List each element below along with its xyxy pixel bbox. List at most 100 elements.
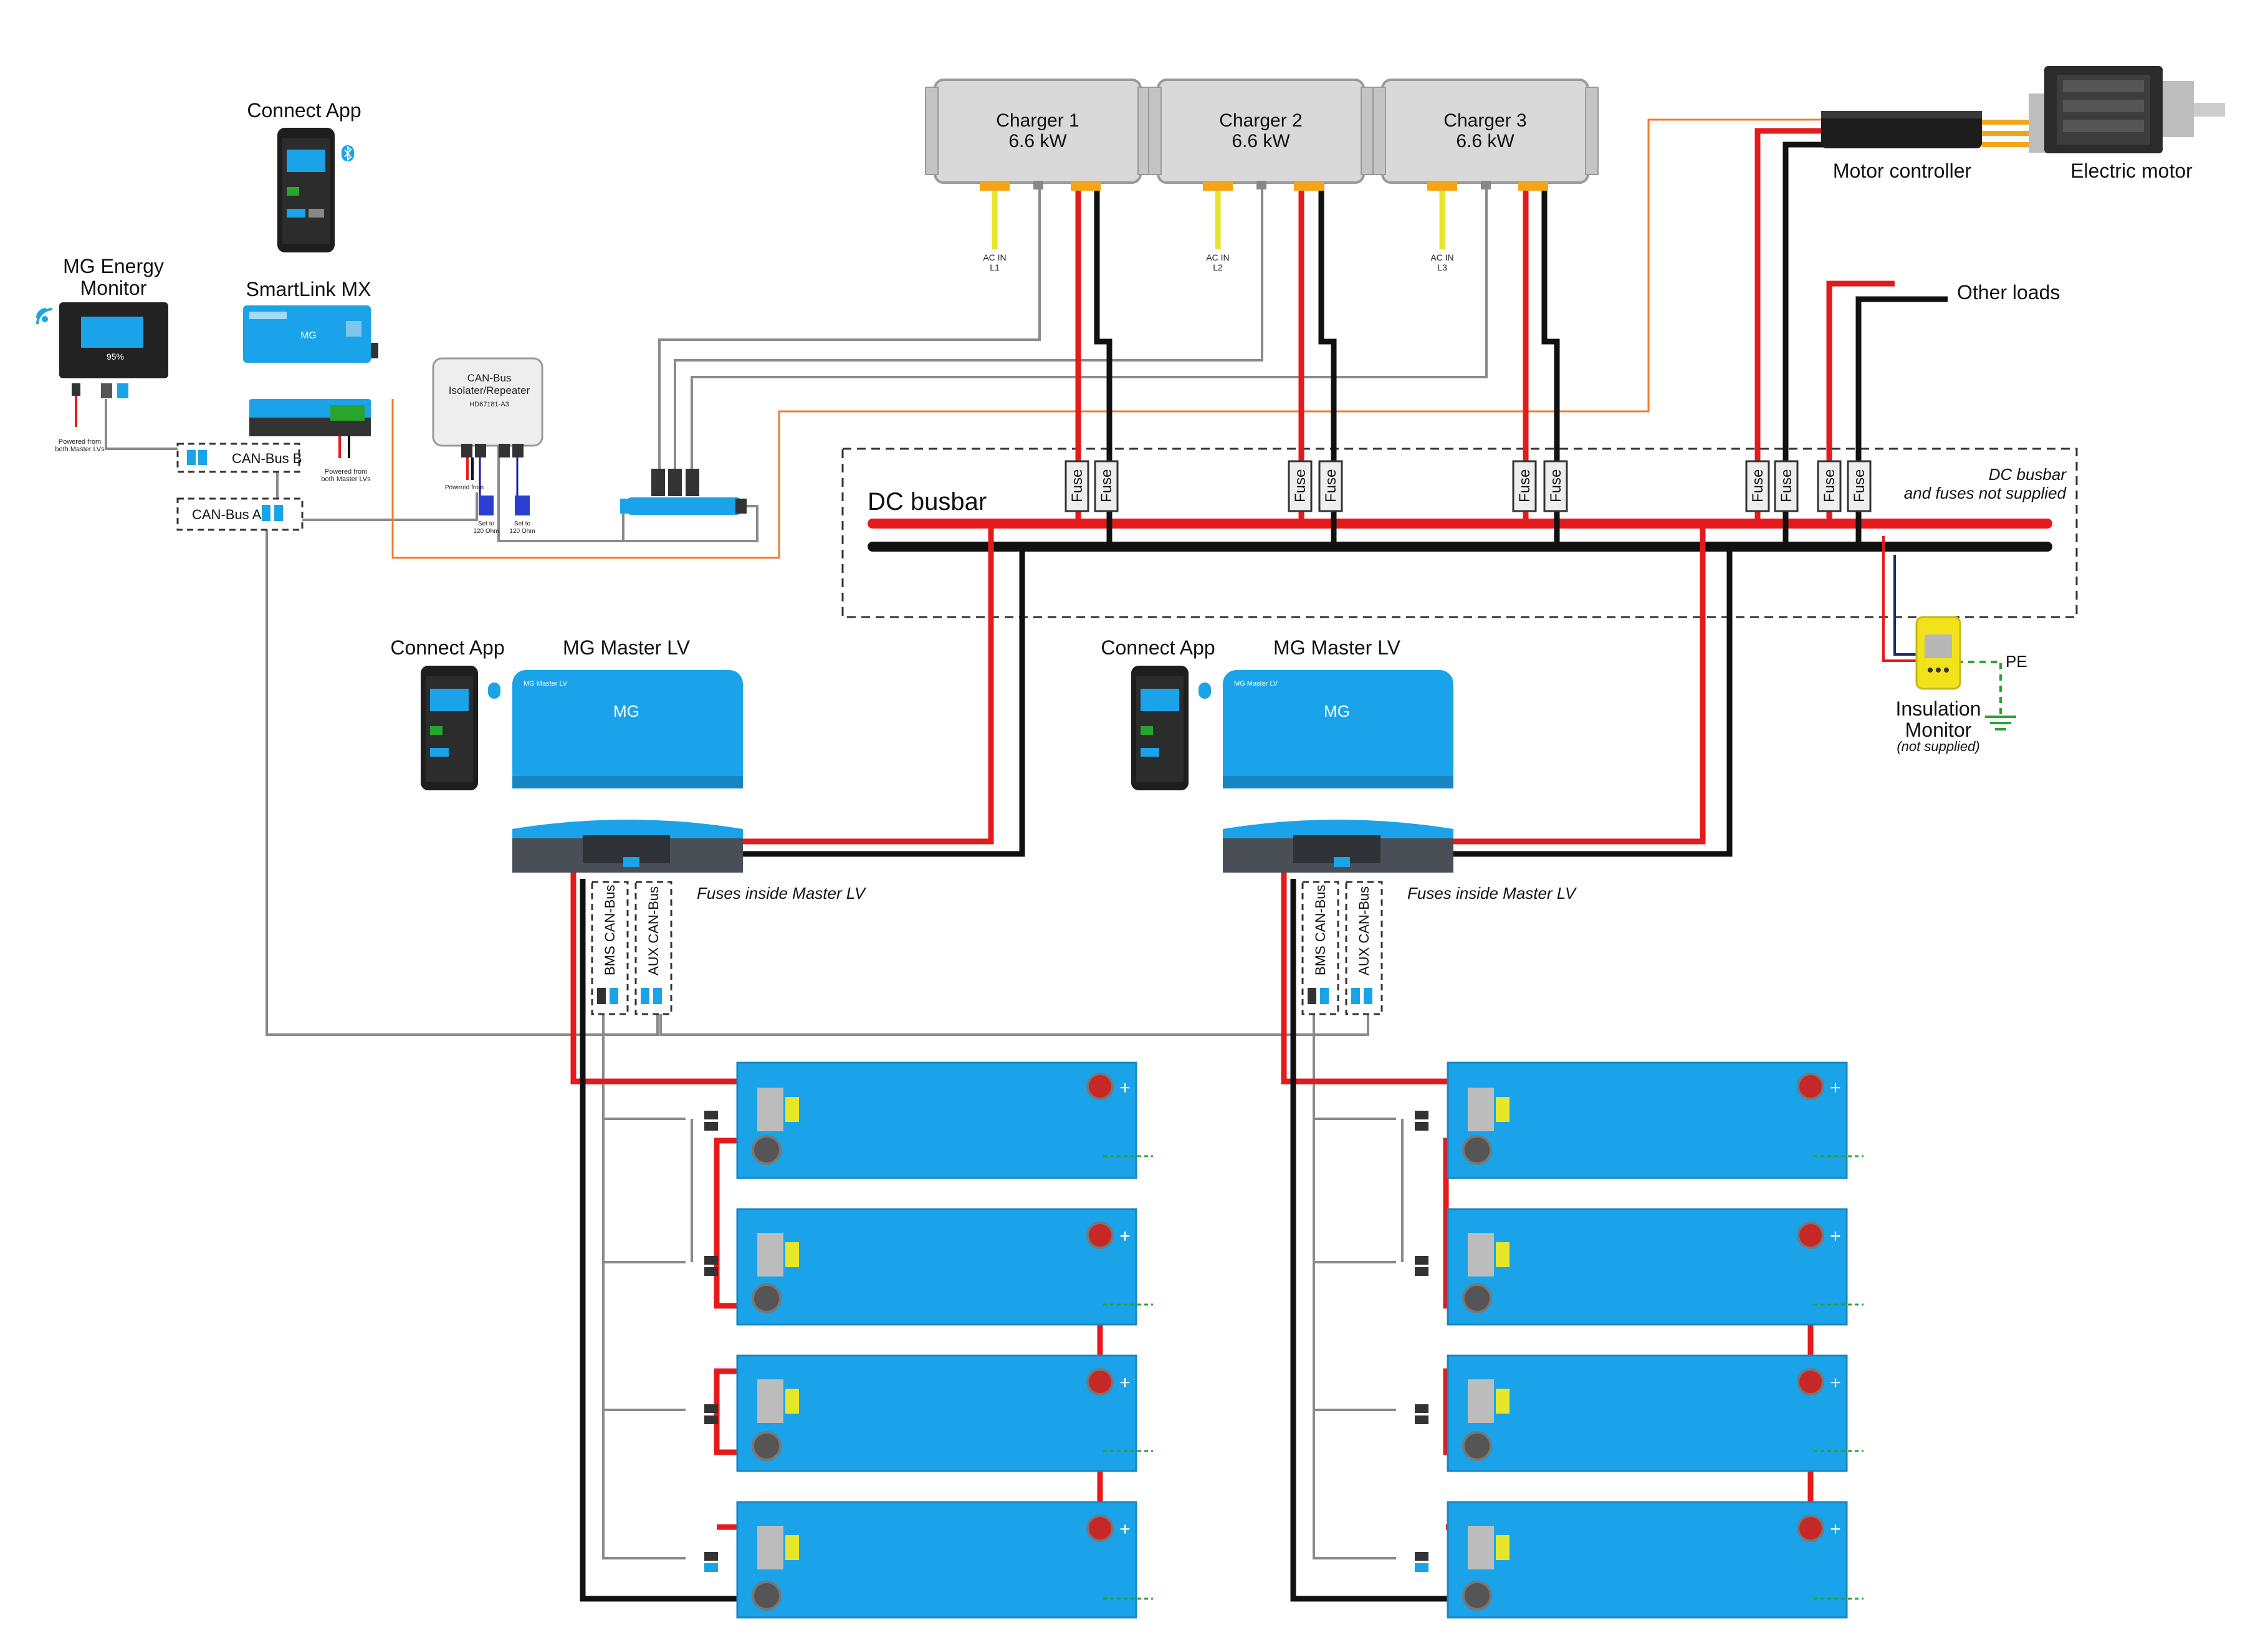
svg-text:L3: L3: [1437, 262, 1447, 272]
fuse-loads-pos: Fuse: [1817, 460, 1842, 512]
canbus-isolator: CAN-Bus Isolater/Repeater HD67181-A3 Pow…: [432, 357, 543, 535]
svg-text:both Master LVs: both Master LVs: [55, 446, 105, 453]
svg-text:AC IN: AC IN: [1206, 252, 1229, 262]
dc-busbar-note-1: DC busbar: [1989, 465, 2067, 484]
svg-text:Fuse: Fuse: [1851, 469, 1868, 502]
pe-ground-icon: [1985, 716, 2016, 730]
fuse-motor-neg: Fuse: [1774, 460, 1799, 512]
canbus-a-box: CAN-Bus A: [176, 497, 304, 531]
svg-text:6.6 kW: 6.6 kW: [1232, 131, 1290, 151]
svg-text:6.6 kW: 6.6 kW: [1008, 131, 1067, 151]
mg-energy-monitor: MG Energy Monitor 95% Powered from both …: [55, 255, 168, 453]
other-loads-label: Other loads: [1957, 281, 2060, 304]
svg-text:Fuse: Fuse: [1516, 469, 1533, 502]
svg-text:+: +: [1119, 1226, 1131, 1247]
canbus-b-box: CAN-Bus B: [176, 443, 302, 473]
svg-text:120 Ohm: 120 Ohm: [473, 528, 499, 535]
svg-text:Fuse: Fuse: [1749, 469, 1766, 502]
insulation-monitor: Insulation Monitor (not supplied): [1896, 616, 1981, 754]
battery-right-3: +: [1415, 1354, 1848, 1472]
svg-text:MG: MG: [613, 702, 639, 721]
svg-text:SmartLink MX: SmartLink MX: [246, 278, 371, 300]
svg-text:+: +: [1830, 1226, 1841, 1247]
svg-text:6.6 kW: 6.6 kW: [1456, 131, 1514, 151]
fuses-inside-left: Fuses inside Master LV: [697, 884, 867, 903]
svg-text:Set to: Set to: [478, 520, 495, 527]
svg-text:Monitor: Monitor: [80, 277, 147, 299]
svg-text:L1: L1: [990, 262, 1000, 272]
svg-text:Powered from: Powered from: [445, 484, 484, 491]
charger-1: Charger 1 6.6 kW AC IN L1: [925, 79, 1151, 272]
svg-text:CAN-Bus A: CAN-Bus A: [192, 507, 262, 522]
svg-text:Motor controller: Motor controller: [1833, 160, 1972, 182]
fuse-charger3-pos: Fuse: [1512, 460, 1537, 512]
fuse-charger1-neg: Fuse: [1094, 460, 1119, 512]
battery-left-3: +: [704, 1354, 1137, 1472]
svg-text:Powered from: Powered from: [59, 438, 101, 446]
svg-text:MG: MG: [1324, 702, 1350, 721]
smartlink-mx: SmartLink MX MG Powered from both Master…: [243, 278, 378, 483]
dc-busbar-label: DC busbar: [868, 488, 987, 515]
svg-text:Isolater/Repeater: Isolater/Repeater: [449, 385, 530, 396]
svg-text:BMS CAN-Bus: BMS CAN-Bus: [1313, 885, 1328, 975]
svg-text:Insulation: Insulation: [1896, 697, 1981, 720]
master-lv-left: Connect App MG Master LV MG Master LV MG: [390, 636, 743, 873]
svg-text:BMS CAN-Bus: BMS CAN-Bus: [602, 885, 618, 975]
bluetooth-icon: [342, 145, 354, 161]
svg-text:CAN-Bus B: CAN-Bus B: [232, 451, 302, 466]
fuse-motor-pos: Fuse: [1745, 460, 1770, 512]
battery-right-2: +: [1415, 1208, 1848, 1326]
svg-text:Charger 3: Charger 3: [1443, 110, 1526, 131]
svg-text:Electric motor: Electric motor: [2070, 160, 2193, 182]
svg-text:Fuse: Fuse: [1548, 469, 1564, 502]
svg-text:+: +: [1830, 1519, 1841, 1540]
motor-controller: Motor controller: [1821, 111, 2035, 182]
canbus-splitter-hub: [620, 469, 747, 515]
svg-text:Connect App: Connect App: [390, 636, 504, 659]
svg-text:MG: MG: [300, 330, 317, 341]
battery-ground-icons: [1103, 1155, 1864, 1600]
svg-text:95%: 95%: [107, 352, 124, 362]
svg-text:AUX CAN-Bus: AUX CAN-Bus: [646, 886, 661, 975]
battery-right-1: +: [1415, 1061, 1848, 1179]
battery-right-4: +: [1415, 1501, 1848, 1619]
svg-text:AUX CAN-Bus: AUX CAN-Bus: [1356, 886, 1372, 975]
fuse-charger2-neg: Fuse: [1318, 460, 1343, 512]
svg-text:Fuse: Fuse: [1098, 469, 1115, 502]
pe-label: PE: [2006, 652, 2027, 671]
signal-wiring: [391, 118, 1832, 559]
bms-aux-canbus-left: BMS CAN-Bus AUX CAN-Bus: [591, 881, 672, 1015]
svg-text:Fuse: Fuse: [1821, 469, 1838, 502]
svg-text:AC IN: AC IN: [983, 252, 1006, 262]
svg-text:+: +: [1119, 1078, 1131, 1098]
svg-text:Connect App: Connect App: [247, 99, 361, 122]
svg-text:MG Master LV: MG Master LV: [563, 636, 691, 659]
svg-text:MG Master LV: MG Master LV: [1234, 680, 1278, 687]
svg-text:+: +: [1119, 1372, 1131, 1393]
wifi-icon: [36, 308, 53, 325]
fuse-charger3-neg: Fuse: [1543, 460, 1568, 512]
svg-text:Set to: Set to: [514, 520, 531, 527]
svg-text:HD67181-A3: HD67181-A3: [469, 401, 509, 408]
svg-text:Charger 1: Charger 1: [996, 110, 1079, 131]
svg-text:Fuse: Fuse: [1292, 469, 1309, 502]
svg-text:L2: L2: [1213, 262, 1223, 272]
dc-busbar-region: [841, 448, 2078, 618]
battery-left-1: +: [704, 1061, 1137, 1179]
battery-left-2: +: [704, 1208, 1137, 1326]
fuse-loads-neg: Fuse: [1847, 460, 1872, 512]
svg-text:Fuse: Fuse: [1778, 469, 1795, 502]
fuse-charger1-pos: Fuse: [1065, 460, 1089, 512]
svg-text:both Master LVs: both Master LVs: [321, 476, 371, 483]
svg-text:MG Energy: MG Energy: [63, 255, 164, 277]
svg-text:Monitor: Monitor: [1905, 719, 1972, 741]
battery-left-4: +: [704, 1501, 1137, 1619]
svg-text:+: +: [1119, 1519, 1131, 1540]
svg-text:Connect App: Connect App: [1101, 636, 1215, 659]
connect-app-phone-top: Connect App: [247, 99, 361, 252]
master-lv-right: Connect App MG Master LV MG Master LV MG: [1101, 636, 1453, 873]
fuse-charger2-pos: Fuse: [1288, 460, 1313, 512]
svg-text:Powered from: Powered from: [325, 468, 367, 476]
charger-3: Charger 3 6.6 kW AC IN L3: [1372, 79, 1599, 272]
